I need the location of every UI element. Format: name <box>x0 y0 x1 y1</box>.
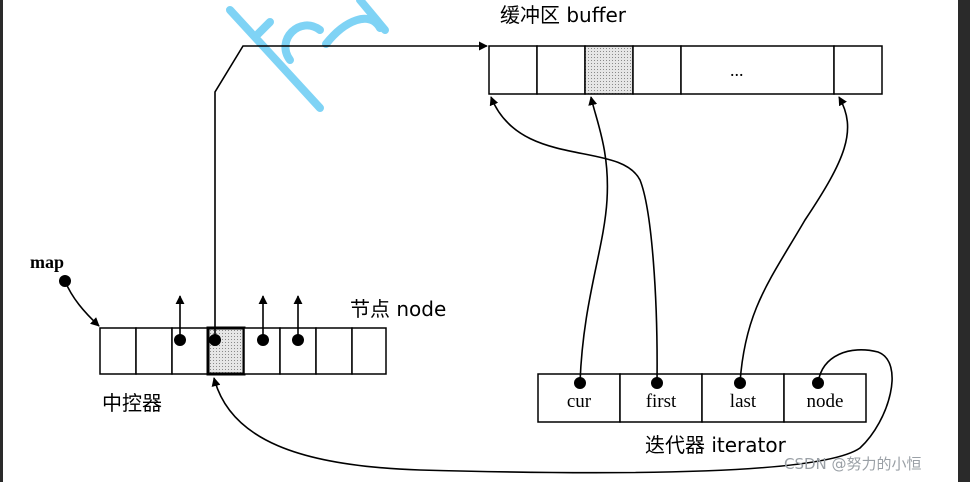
buffer-cell-shaded <box>584 45 634 95</box>
stamp-mark <box>226 0 389 112</box>
iterator-field-label: last <box>730 391 757 412</box>
iterator-caption: 迭代器 iterator <box>645 433 787 457</box>
node-to-buffer-arrow <box>214 41 488 340</box>
map-cell <box>135 327 173 375</box>
first-pointer-arrow <box>489 96 658 384</box>
buffer-title: 缓冲区 buffer <box>500 3 627 27</box>
buffer-ellipsis: ... <box>730 60 744 80</box>
map-cell <box>351 327 387 375</box>
buffer-cell-ellipsis <box>680 45 835 95</box>
node-pointer <box>292 295 304 346</box>
buffer-array: ... <box>488 45 883 95</box>
node-pointer <box>174 295 186 346</box>
buffer-cell <box>536 45 586 95</box>
map-label: map <box>30 252 64 272</box>
node-pointer <box>257 295 269 346</box>
map-caption: 中控器 <box>102 391 162 415</box>
iterator-field-label: node <box>807 391 844 412</box>
buffer-cell <box>833 45 883 95</box>
map-cell <box>315 327 353 375</box>
map-cell <box>99 327 137 375</box>
left-frame-edge <box>0 0 3 482</box>
buffer-cell <box>488 45 538 95</box>
watermark-text: CSDN @努力的小恒 <box>784 455 922 473</box>
node-label: 节点 node <box>350 297 446 321</box>
right-frame-edge <box>958 0 970 482</box>
iterator-struct: cur first last node <box>537 373 867 423</box>
iterator-field-label: first <box>646 391 677 412</box>
last-pointer-arrow <box>739 96 849 384</box>
buffer-cell <box>632 45 682 95</box>
map-array <box>99 326 387 376</box>
node-field-pointer-arrow <box>211 349 893 474</box>
iterator-field-label: cur <box>567 391 592 412</box>
cur-pointer-arrow <box>579 96 609 384</box>
map-pointer-arrow <box>64 280 100 327</box>
iterator-field-node <box>783 373 867 423</box>
